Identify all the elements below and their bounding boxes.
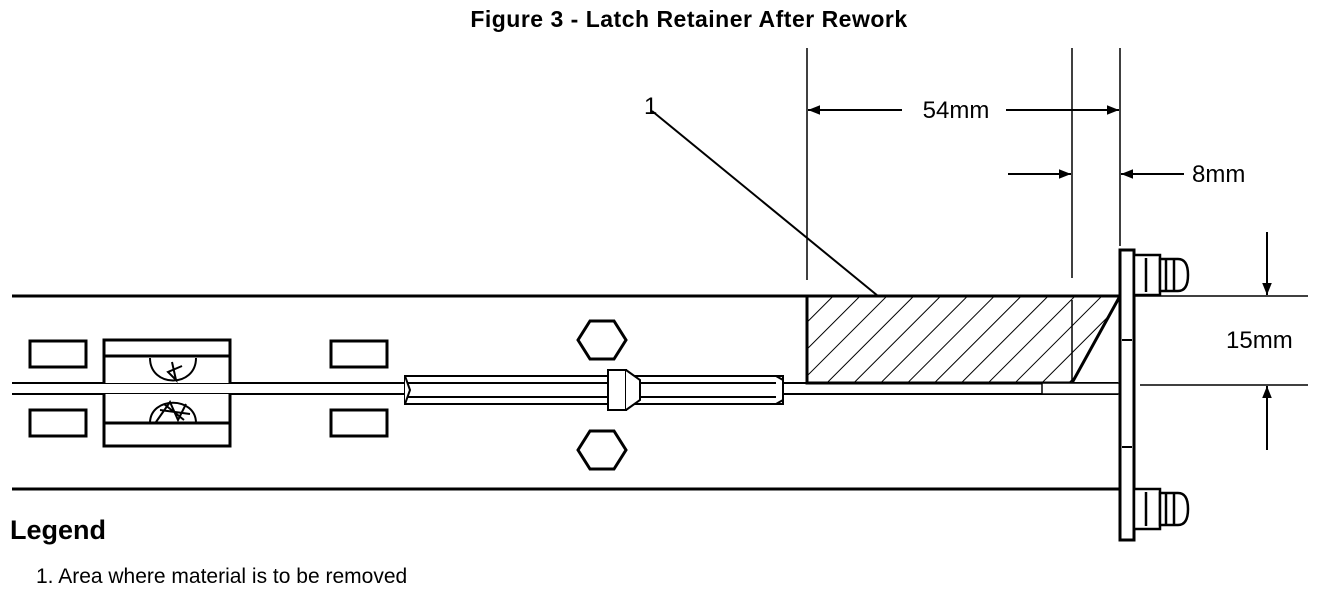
rail-slots xyxy=(28,339,389,438)
dimension-label-54mm: 54mm xyxy=(923,97,990,124)
extension-lines xyxy=(806,48,1121,280)
spring-housing xyxy=(102,338,232,448)
removal-area xyxy=(805,294,1123,395)
spring-icon xyxy=(149,357,197,424)
dimension-54mm: 54mm xyxy=(808,97,1119,124)
dimension-label-15mm: 15mm xyxy=(1226,327,1293,354)
dimension-label-8mm: 8mm xyxy=(1192,161,1245,188)
dimension-8mm: 8mm xyxy=(1008,161,1245,188)
legend-item: 1. Area where material is to be removed xyxy=(36,565,408,588)
hex-nut-icon xyxy=(576,319,628,471)
callout-number: 1 xyxy=(644,93,657,120)
bolt-head-icon xyxy=(1132,253,1190,531)
end-plate xyxy=(1118,248,1136,542)
legend-heading: Legend xyxy=(10,515,107,545)
figure-title: Figure 3 - Latch Retainer After Rework xyxy=(470,6,908,32)
latch-rod xyxy=(404,369,784,411)
callout-1: 1 xyxy=(644,93,879,297)
dimension-15mm: 15mm xyxy=(1226,232,1293,450)
